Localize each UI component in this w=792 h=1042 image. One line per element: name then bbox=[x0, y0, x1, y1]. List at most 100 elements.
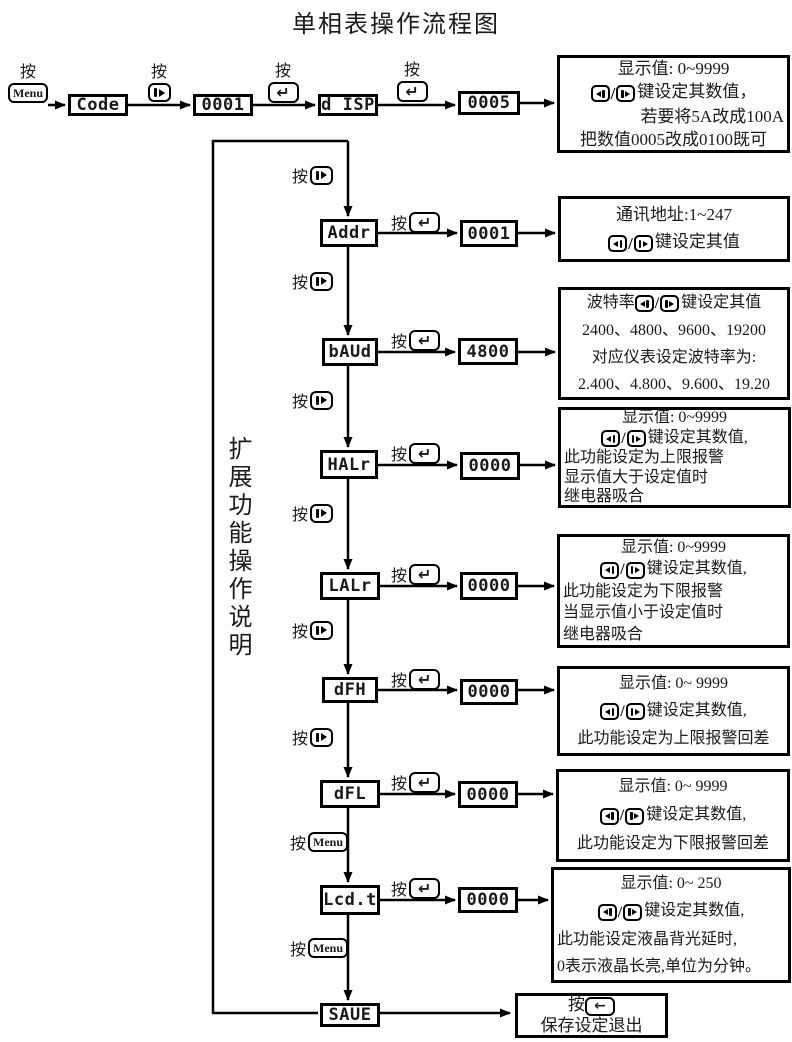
info-text: 显示值: 0~ 9999 bbox=[618, 674, 729, 692]
press-enter-baud: 按 ↵ bbox=[391, 328, 441, 352]
prev-next-key-pair: / bbox=[634, 290, 680, 317]
info-text: 此功能设定为下限报警 bbox=[563, 582, 724, 600]
display-code-value-text: 0001 bbox=[201, 95, 245, 115]
info-text: 继电器吸合 bbox=[564, 488, 645, 506]
display-disp: d ISP bbox=[318, 94, 378, 116]
info-text: 此功能设定为上限报警 bbox=[564, 449, 725, 467]
display-disp-value-text: 0005 bbox=[467, 93, 511, 113]
next-key-icon bbox=[310, 620, 334, 640]
press-label: 按 bbox=[403, 62, 420, 79]
press-label: 按 bbox=[19, 64, 36, 81]
slash-separator: / bbox=[620, 561, 625, 579]
slash-separator: / bbox=[654, 295, 660, 313]
display-addr-text: Addr bbox=[327, 223, 371, 243]
left-triangle-glyph bbox=[606, 435, 612, 442]
display-code-text: Code bbox=[76, 95, 120, 115]
display-lalr-text: LALr bbox=[328, 576, 372, 596]
info-text: 键设定其数值, bbox=[646, 701, 747, 719]
enter-key-icon: ↵ bbox=[409, 442, 441, 464]
press-label: 按 bbox=[292, 624, 309, 641]
info-lcdt: 显示值: 0~ 250 /键设定其数值, 此功能设定液晶背光延时, 0表示液晶长… bbox=[551, 867, 791, 983]
next-key-icon bbox=[310, 503, 334, 523]
info-text: 键设定其数值, bbox=[646, 560, 747, 578]
slash-separator: / bbox=[620, 703, 625, 721]
display-lalr: LALr bbox=[320, 572, 380, 600]
bar-glyph bbox=[631, 434, 635, 443]
info-line: 2.400、4.800、9.600、19.20 bbox=[564, 371, 784, 398]
right-triangle-glyph bbox=[669, 300, 675, 307]
prev-key-icon bbox=[608, 235, 628, 253]
info-line: 此功能设定为上限报警回差 bbox=[563, 725, 784, 752]
info-text: 此功能设定为下限报警回差 bbox=[576, 835, 769, 852]
info-text: 键设定其值 bbox=[654, 231, 740, 251]
display-addr-value-text: 0001 bbox=[467, 223, 511, 244]
bar-glyph bbox=[316, 170, 320, 180]
press-label: 按 bbox=[292, 169, 309, 186]
display-baud-value: 4800 bbox=[458, 338, 518, 365]
info-text: 2.400、4.800、9.600、19.20 bbox=[577, 376, 770, 394]
display-lcdt-value: 0000 bbox=[458, 887, 518, 913]
info-line: 显示值: 0~ 250 bbox=[557, 870, 785, 897]
bar-glyph bbox=[611, 707, 615, 716]
info-text: 通讯地址:1~247 bbox=[616, 204, 732, 224]
prev-key-icon bbox=[590, 85, 610, 103]
info-addr: 通讯地址:1~247 /键设定其值 bbox=[558, 196, 790, 262]
next-key-icon bbox=[660, 295, 680, 313]
press-label: 按 bbox=[290, 836, 307, 853]
display-addr: Addr bbox=[320, 219, 378, 247]
next-key-icon bbox=[310, 390, 334, 410]
info-line: 保存设定退出 bbox=[520, 1016, 663, 1036]
press-label: 按 bbox=[391, 447, 408, 464]
enter-key-glyph: ↵ bbox=[405, 82, 419, 101]
info-text: 把数值0005改成0100既可 bbox=[580, 130, 767, 150]
menu-key-icon: Menu bbox=[308, 832, 349, 852]
prev-next-key-pair: / bbox=[600, 559, 645, 581]
press-enter-lcdt: 按 ↵ bbox=[391, 876, 441, 900]
press-menu-top: 按 Menu bbox=[4, 58, 52, 103]
slash-separator: / bbox=[621, 429, 626, 447]
info-line: / 键设定其数值, bbox=[563, 697, 784, 726]
enter-key-icon: ↵ bbox=[409, 211, 441, 233]
bar-glyph bbox=[665, 299, 668, 308]
display-addr-value: 0001 bbox=[460, 220, 518, 247]
display-save: SAUE bbox=[320, 1003, 380, 1027]
back-key-glyph: ← bbox=[594, 998, 606, 1015]
enter-key-icon: ↵ bbox=[409, 877, 441, 899]
press-label: 按 bbox=[391, 334, 408, 351]
menu-key-label: Menu bbox=[313, 834, 344, 849]
enter-key-glyph: ↵ bbox=[417, 443, 432, 463]
bar-glyph bbox=[630, 566, 634, 575]
display-dfh-text: dFH bbox=[333, 680, 367, 700]
bar-glyph bbox=[611, 566, 615, 575]
slash-separator: / bbox=[619, 807, 625, 824]
bar-glyph bbox=[609, 908, 612, 917]
info-text: 2400、4800、9600、19200 bbox=[581, 322, 766, 340]
press-menu-save: 按 Menu bbox=[290, 936, 349, 960]
display-halr-value-text: 0000 bbox=[468, 456, 512, 476]
next-key-icon bbox=[310, 165, 334, 185]
info-line: 显示值: 0~9999 bbox=[564, 408, 785, 428]
press-label: 按 bbox=[568, 995, 585, 1015]
info-line: 把数值0005改成0100既可 bbox=[563, 128, 784, 151]
info-line: 0表示液晶长亮,单位为分钟。 bbox=[557, 953, 785, 980]
info-line: 按← bbox=[520, 995, 663, 1016]
right-triangle-glyph bbox=[634, 567, 640, 574]
right-triangle-glyph bbox=[632, 909, 638, 916]
bar-glyph bbox=[612, 434, 616, 443]
display-lalr-value-text: 0000 bbox=[467, 576, 511, 596]
info-text: 若要将5A改成100A bbox=[640, 107, 784, 127]
display-dfl-value: 0000 bbox=[458, 781, 518, 808]
right-triangle-glyph bbox=[158, 88, 165, 97]
info-line: 此功能设定为上限报警 bbox=[564, 448, 785, 468]
info-text: 显示值: 0~9999 bbox=[617, 58, 730, 78]
bar-glyph bbox=[630, 812, 633, 820]
display-code: Code bbox=[68, 94, 128, 116]
info-line: 2400、4800、9600、19200 bbox=[564, 317, 784, 344]
press-label: 按 bbox=[274, 63, 291, 80]
info-line: 显示值: 0~ 9999 bbox=[563, 670, 784, 697]
display-lalr-value: 0000 bbox=[460, 572, 518, 600]
enter-key-glyph: ↵ bbox=[417, 772, 432, 792]
enter-key-glyph: ↵ bbox=[417, 564, 432, 584]
right-triangle-glyph bbox=[321, 277, 328, 285]
prev-next-key-pair: / bbox=[600, 698, 645, 725]
